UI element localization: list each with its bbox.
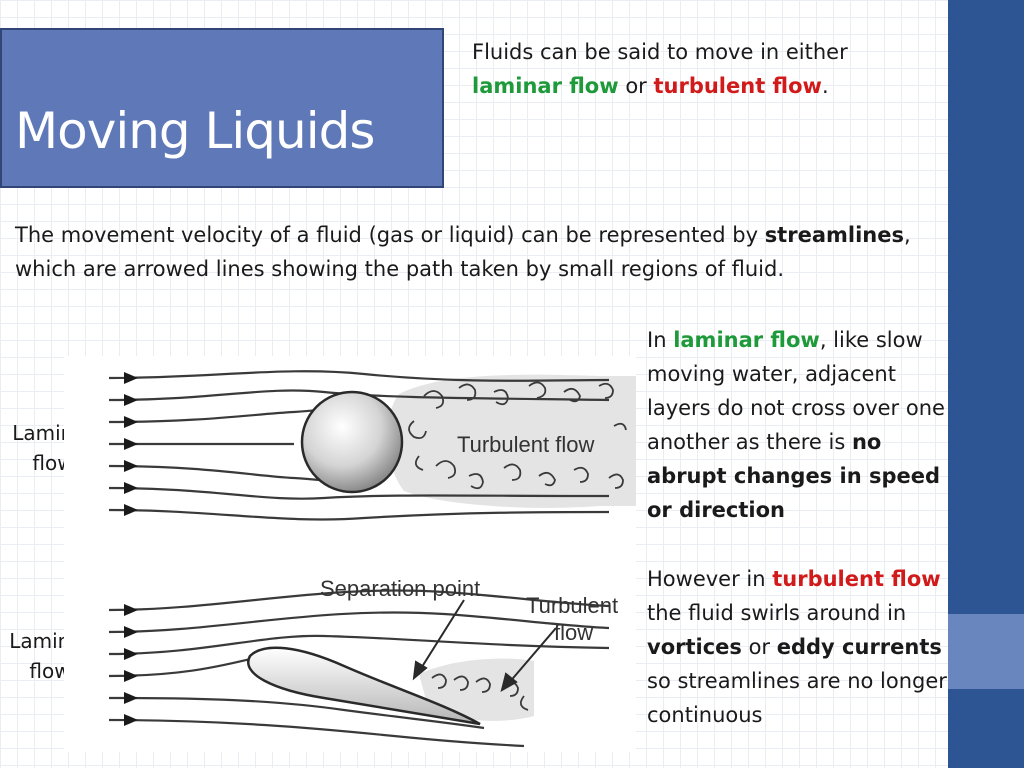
intro-text: Fluids can be said to move in either — [472, 40, 848, 64]
laminar-term: laminar flow — [673, 328, 820, 352]
right-bar-accent — [948, 614, 1024, 689]
top-arrowheads — [124, 372, 138, 516]
streamlines-term: streamlines — [764, 223, 904, 247]
laminar-text-a: In — [647, 328, 674, 352]
streamlines-text-b: , which are arrowed lines showing the pa… — [15, 223, 911, 281]
turbulent-text-c: or — [741, 635, 777, 659]
top-wake-region — [387, 374, 636, 508]
eddy-currents-term: eddy currents — [776, 635, 942, 659]
turbulent-term: turbulent flow — [772, 567, 941, 591]
laminar-flow-term: laminar flow — [472, 74, 619, 98]
bottom-streamlines — [108, 589, 610, 748]
airfoil-obstacle — [247, 646, 481, 726]
laminar-text-b: , like slow moving water, adjacent layer… — [647, 328, 945, 454]
streamlines-text-a: The movement velocity of a fluid (gas or… — [15, 223, 765, 247]
bottom-turbulent-label-line2: flow — [554, 620, 593, 645]
intro-or: or — [618, 74, 654, 98]
flow-diagram-svg: Turbulent flow — [108, 370, 636, 748]
intro-end: . — [821, 74, 829, 98]
intro-paragraph: Fluids can be said to move in either lam… — [472, 35, 942, 103]
turbulent-text-d: so streamlines are no longer continuous — [647, 669, 947, 727]
separation-pointer — [412, 599, 557, 693]
bottom-eddies — [431, 673, 529, 711]
top-turbulent-label: Turbulent flow — [457, 432, 594, 457]
bottom-turbulent-label-line1: Turbulent — [526, 593, 618, 618]
bottom-arrowheads — [124, 604, 138, 726]
title-box: Moving Liquids — [0, 28, 444, 188]
streamlines-paragraph: The movement velocity of a fluid (gas or… — [15, 218, 935, 286]
turbulent-paragraph: However in turbulent flow the fluid swir… — [647, 562, 947, 732]
turbulent-flow-term: turbulent flow — [653, 74, 822, 98]
sphere-obstacle — [300, 390, 404, 494]
slide-title: Moving Liquids — [15, 102, 375, 160]
laminar-bold-text: no abrupt changes in speed or direction — [647, 430, 941, 522]
flow-diagram: Turbulent flow — [64, 356, 636, 752]
top-eddies — [408, 381, 627, 490]
separation-point-label: Separation point — [320, 576, 480, 601]
turbulent-text-b: the fluid swirls around in — [647, 601, 907, 625]
laminar-paragraph: In laminar flow, like slow moving water,… — [647, 323, 947, 527]
vortices-term: vortices — [647, 635, 742, 659]
turbulent-text-a: However in — [647, 567, 773, 591]
